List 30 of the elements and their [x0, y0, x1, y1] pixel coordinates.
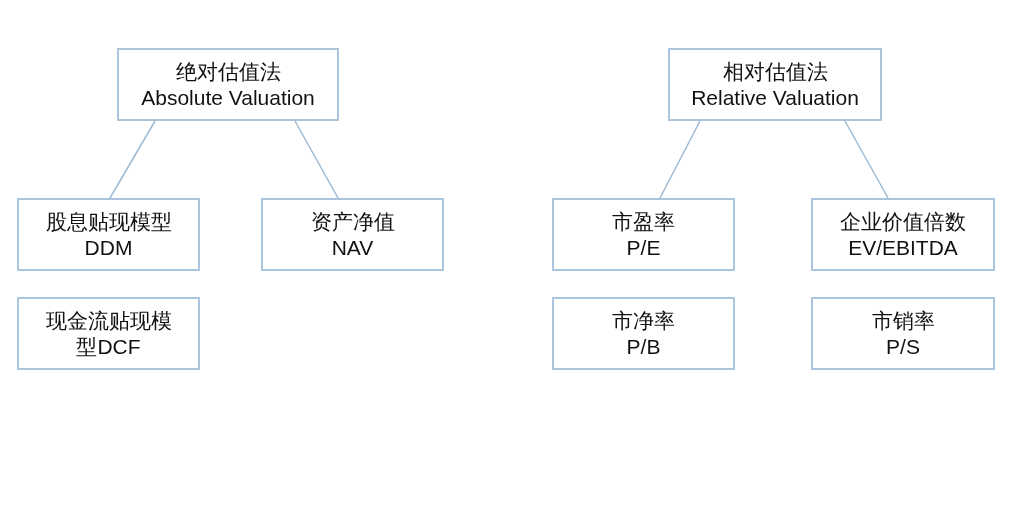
node-text: NAV — [331, 234, 374, 261]
valuation-box — [811, 198, 995, 271]
valuation-box — [261, 198, 444, 271]
node-text: 绝对估值法 — [175, 58, 281, 85]
node-text: P/E — [626, 234, 661, 261]
node-text: 市销率 — [871, 307, 935, 334]
node-text: 现金流贴现模型DCF — [44, 307, 173, 360]
valuation-box — [552, 198, 735, 271]
node-text: 股息贴现模型 — [45, 208, 172, 235]
node-text: 资产净值 — [310, 208, 395, 235]
valuation-box — [668, 48, 882, 121]
node-text: Relative Valuation — [691, 84, 859, 111]
valuation-box — [552, 297, 735, 370]
node-text: 相对估值法 — [722, 58, 828, 85]
node-text: P/S — [886, 333, 920, 360]
valuation-box — [17, 198, 200, 271]
node-text: DDM — [84, 234, 133, 261]
node-text: 市盈率 — [612, 208, 675, 235]
node-text: P/B — [626, 333, 661, 360]
node-text: Absolute Valuation — [141, 84, 315, 111]
connector-line — [659, 120, 701, 199]
connector-line — [109, 120, 156, 199]
valuation-box — [811, 297, 995, 370]
node-text: 企业价值倍数 — [840, 208, 966, 235]
valuation-box — [17, 297, 200, 370]
connector-line — [844, 120, 889, 199]
node-text: EV/EBITDA — [848, 234, 958, 261]
node-text: 市净率 — [612, 307, 675, 334]
valuation-box — [117, 48, 339, 121]
connector-line — [294, 120, 339, 199]
